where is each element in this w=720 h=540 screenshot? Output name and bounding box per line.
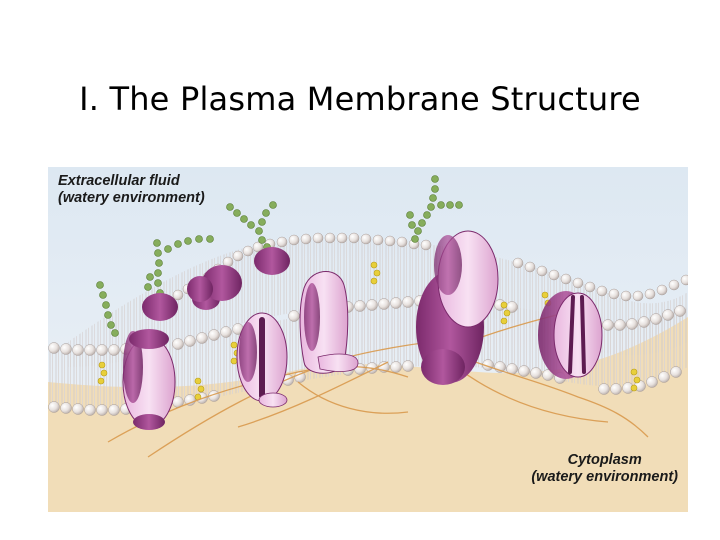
- integral-protein-large: [416, 230, 499, 385]
- plasma-membrane-diagram: Extracellular fluid (watery environment)…: [48, 167, 688, 512]
- carbohydrate-chains: [96, 175, 463, 337]
- front-bilayer: [48, 300, 688, 409]
- extracellular-fluid-label: Extracellular fluid (watery environment): [58, 173, 205, 206]
- slide-title: I. The Plasma Membrane Structure: [79, 80, 641, 118]
- cytoplasm-region: [48, 317, 688, 512]
- channel-protein-right: [538, 291, 603, 379]
- integral-protein-left: [122, 329, 176, 430]
- peripheral-proteins: [142, 247, 290, 321]
- cytoplasm-label: Cytoplasm (watery environment): [531, 452, 678, 485]
- membrane-illustration: [48, 167, 688, 512]
- channel-protein-middle: [236, 312, 288, 408]
- integral-protein-center: [299, 270, 359, 374]
